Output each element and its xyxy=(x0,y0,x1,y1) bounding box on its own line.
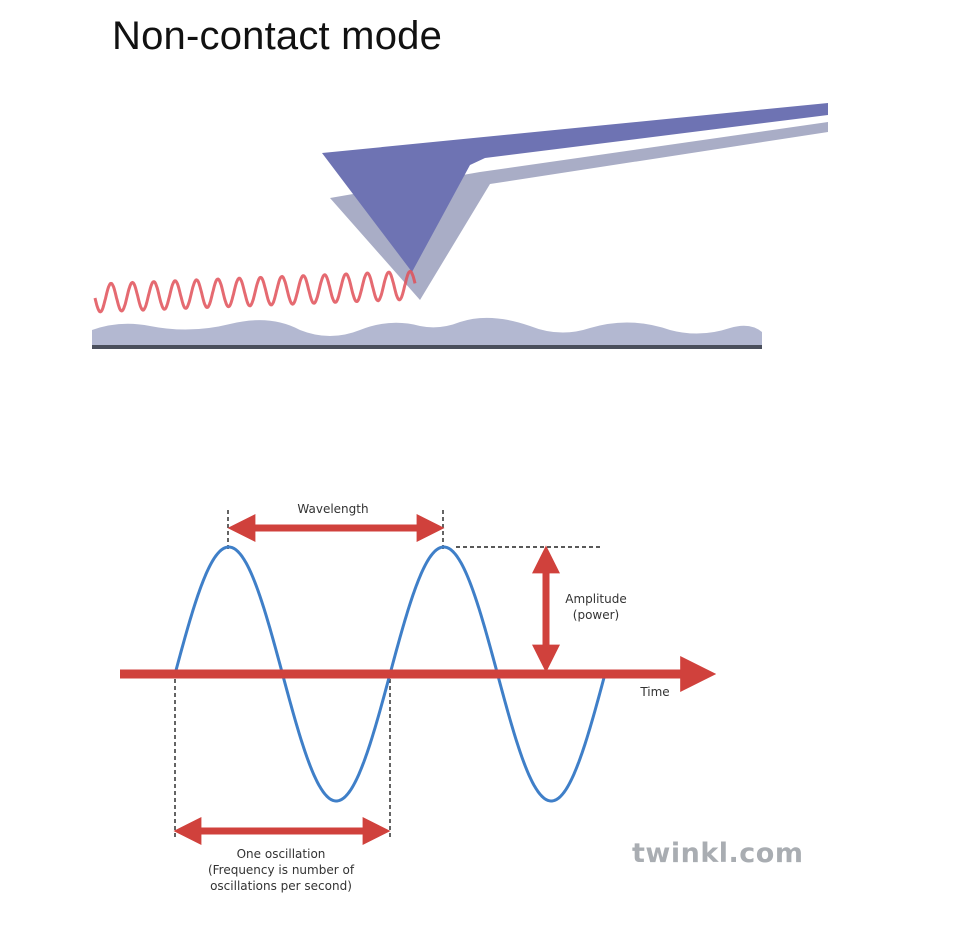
twinkl-watermark: twinkl.com xyxy=(632,838,804,869)
tip-oscillation-squiggle xyxy=(93,269,417,314)
oscillation-label: One oscillation xyxy=(237,847,326,861)
page-title: Non-contact mode xyxy=(112,14,443,58)
cantilever-body xyxy=(322,103,828,272)
oscillation-sublabel-1: (Frequency is number of xyxy=(208,863,355,877)
wavelength-label: Wavelength xyxy=(297,502,368,516)
amplitude-sublabel: (power) xyxy=(573,608,619,622)
oscillation-sublabel-2: oscillations per second) xyxy=(210,879,352,893)
sample-surface xyxy=(92,317,762,345)
amplitude-label: Amplitude xyxy=(565,592,627,606)
time-label: Time xyxy=(639,685,669,699)
